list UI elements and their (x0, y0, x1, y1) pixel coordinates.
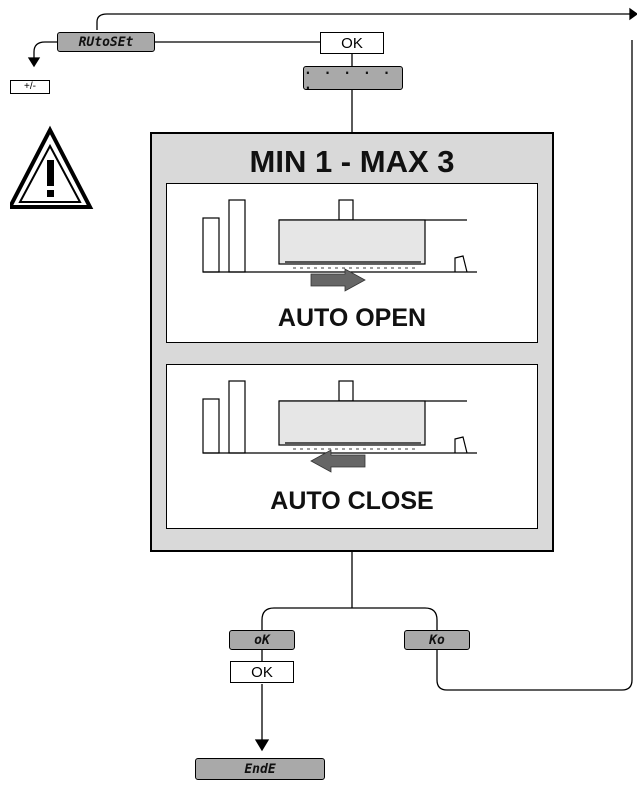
arrow-right-icon (310, 268, 366, 292)
ok-key[interactable]: OK (320, 32, 384, 54)
auto-open-label: AUTO OPEN (277, 304, 427, 332)
auto-close-label: AUTO CLOSE (270, 487, 434, 515)
auto-close-box: AUTO CLOSE (166, 364, 538, 529)
gate-close-illustration (202, 380, 477, 473)
arrow-left-icon (310, 449, 366, 473)
end-display: EndE (195, 758, 325, 780)
plus-minus-key[interactable]: +/- (10, 80, 50, 94)
auto-open-box: AUTO OPEN (166, 183, 538, 343)
warning-triangle-icon (10, 125, 94, 209)
result-ko-display: Ko (404, 630, 470, 650)
autoset-display: RUtoSEt (57, 32, 155, 52)
progress-display: . . . . . . (303, 63, 403, 93)
loop-line-ko (436, 40, 633, 691)
confirm-ok-key[interactable]: OK (230, 661, 294, 683)
panel-title: MIN 1 - MAX 3 (249, 144, 455, 179)
loop-line-top (96, 13, 630, 30)
line-autoset-pm (33, 41, 57, 60)
gate-open-illustration (202, 199, 477, 292)
result-ok-display: oK (229, 630, 295, 650)
procedure-panel: MIN 1 - MAX 3 AUTO OPEN (150, 132, 554, 552)
